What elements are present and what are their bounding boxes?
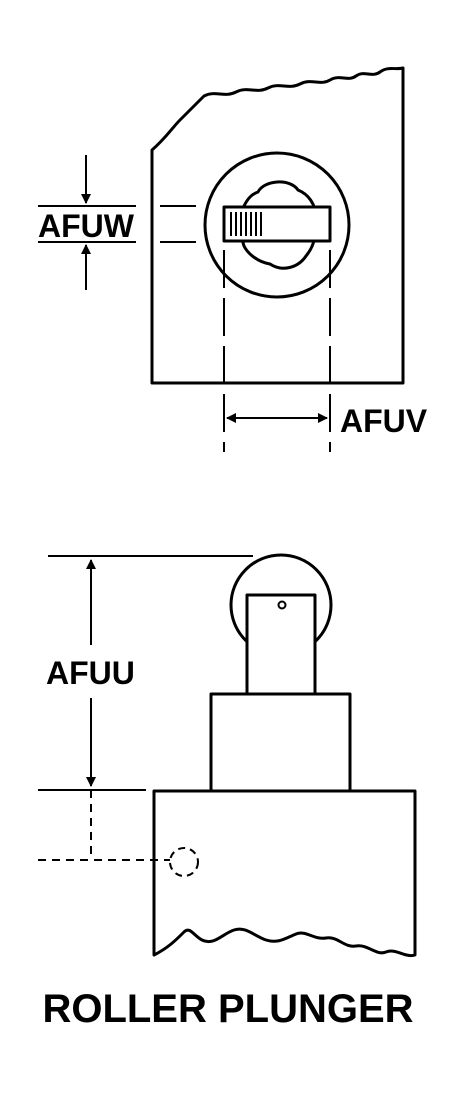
plunger-slot — [222, 205, 332, 243]
roller-pin — [277, 600, 287, 610]
plunger-stem — [245, 593, 317, 697]
plunger-collar — [209, 692, 352, 793]
hidden-hole-circle — [169, 847, 199, 877]
drawing-title: ROLLER PLUNGER — [42, 987, 413, 1031]
side-view — [38, 553, 417, 958]
afuv-label: AFUV — [340, 403, 428, 439]
plunger-housing-circle — [203, 151, 351, 299]
side-view-body-outline — [152, 789, 417, 958]
afuu-label: AFUU — [46, 655, 135, 691]
afuw-label: AFUW — [38, 208, 135, 244]
slot-hatching — [230, 212, 262, 236]
top-view-body-outline — [150, 66, 405, 385]
top-view — [38, 66, 405, 452]
